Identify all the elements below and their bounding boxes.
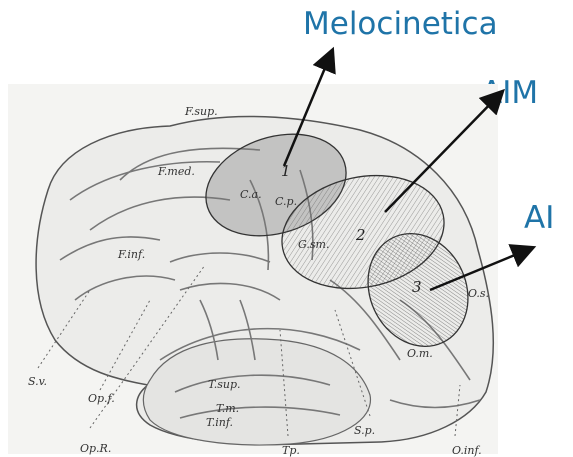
label-f-inf: F.inf.	[117, 248, 145, 261]
region-number-1: 1	[281, 162, 291, 180]
label-c-a: C.a.	[240, 188, 262, 201]
label-s-v: S.v.	[28, 375, 47, 388]
label-op-f: Op.f.	[88, 392, 115, 405]
region-number-3: 3	[412, 278, 422, 296]
region-number-2: 2	[355, 226, 366, 244]
label-g-sm: G.sm.	[298, 238, 329, 251]
label-f-sup: F.sup.	[184, 105, 218, 118]
label-s-p: S.p.	[354, 424, 375, 437]
label-c-p: C.p.	[275, 195, 297, 208]
label-op-r: Op.R.	[80, 442, 111, 455]
label-t-inf: T.inf.	[206, 416, 233, 429]
label-o-inf: O.inf.	[452, 444, 482, 457]
label-f-med: F.med.	[157, 165, 195, 178]
label-t-sup: T.sup.	[208, 378, 240, 391]
label-t-p: Tp.	[282, 444, 300, 457]
label-o-s: O.s.	[468, 287, 489, 300]
label-t-m: T.m.	[216, 402, 239, 415]
label-o-m: O.m.	[407, 347, 433, 360]
